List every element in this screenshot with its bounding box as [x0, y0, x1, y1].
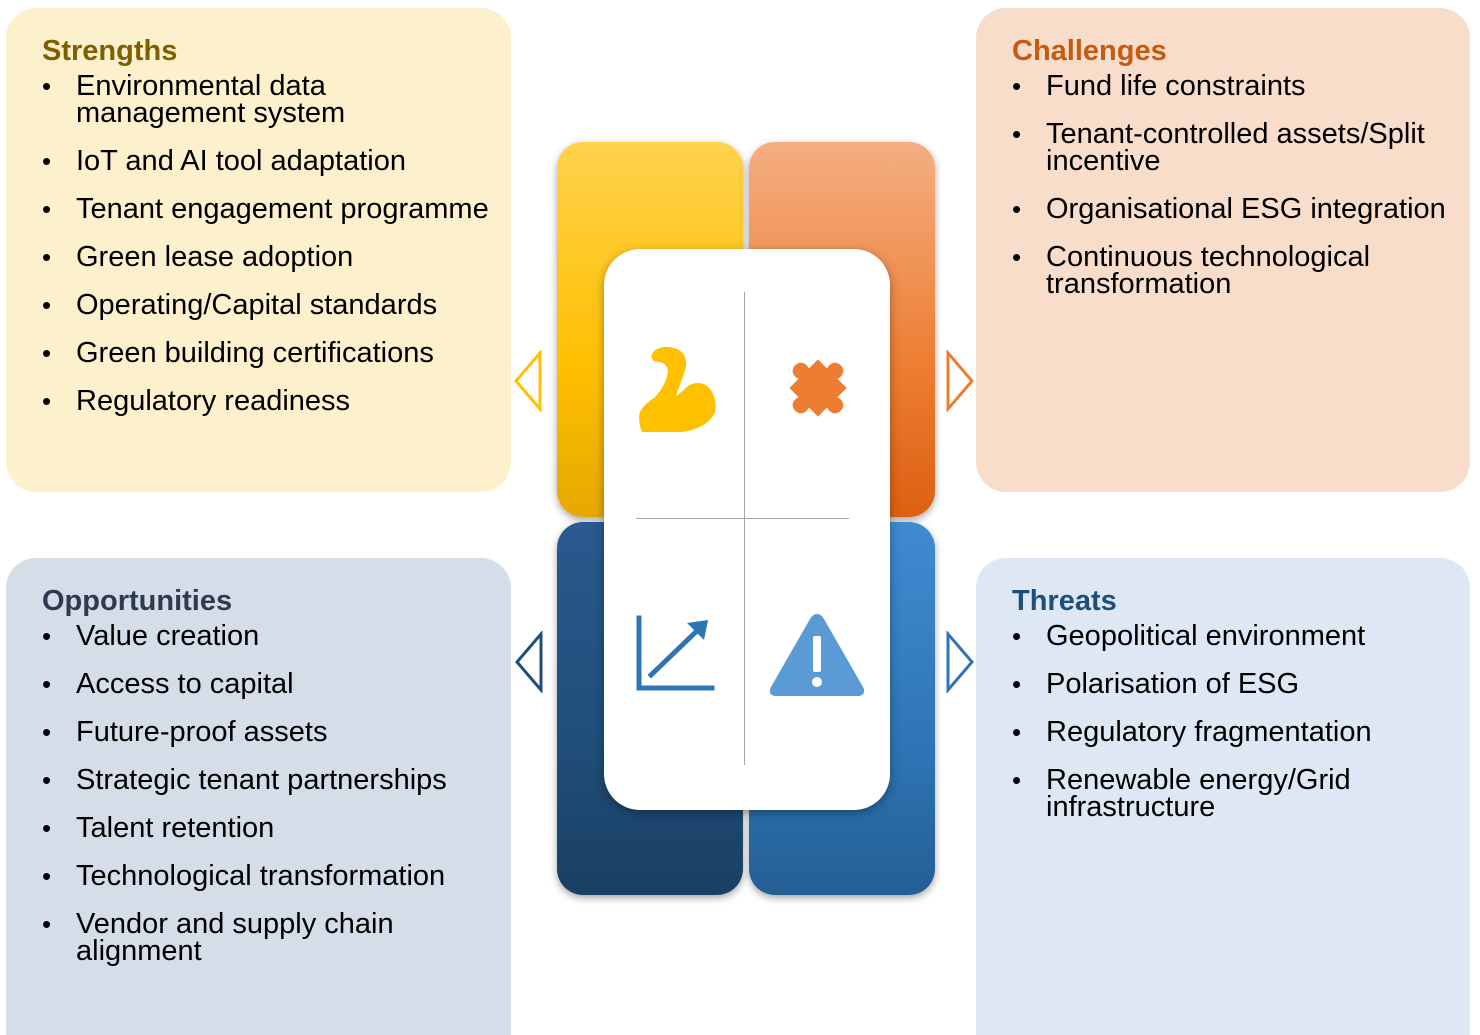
- strengths-list: Environmental data management system IoT…: [42, 72, 491, 416]
- list-item: Continuous technological transformation: [1012, 243, 1450, 299]
- chevron-left-icon: [515, 631, 543, 693]
- warning-icon: [769, 614, 865, 696]
- list-item: Polarisation of ESG: [1012, 670, 1450, 699]
- list-item: Fund life constraints: [1012, 72, 1450, 101]
- list-item: Organisational ESG integration: [1012, 195, 1450, 224]
- challenges-card: Challenges Fund life constraints Tenant-…: [976, 8, 1470, 492]
- list-item: Tenant engagement programme: [42, 195, 491, 224]
- list-item: Strategic tenant partnerships: [42, 766, 491, 795]
- growth-chart-icon: [636, 615, 715, 691]
- list-item: Green building certifications: [42, 339, 491, 368]
- list-item: Renewable energy/Grid infrastructure: [1012, 766, 1450, 822]
- list-item: Talent retention: [42, 814, 491, 843]
- list-item: Green lease adoption: [42, 243, 491, 272]
- opportunities-list: Value creation Access to capital Future-…: [42, 622, 491, 966]
- list-item: Future-proof assets: [42, 718, 491, 747]
- list-item: Environmental data management system: [42, 72, 491, 128]
- list-item: Tenant-controlled assets/Split incentive: [1012, 120, 1450, 176]
- list-item: Value creation: [42, 622, 491, 651]
- flexed-bicep-icon: [639, 346, 716, 432]
- challenges-list: Fund life constraints Tenant-controlled …: [1012, 72, 1450, 299]
- challenges-title: Challenges: [1012, 35, 1167, 67]
- opportunities-card: Opportunities Value creation Access to c…: [6, 558, 511, 1035]
- threats-card: Threats Geopolitical environment Polaris…: [976, 558, 1470, 1035]
- list-item: Access to capital: [42, 670, 491, 699]
- list-item: Regulatory fragmentation: [1012, 718, 1450, 747]
- threats-list: Geopolitical environment Polarisation of…: [1012, 622, 1450, 822]
- list-item: Regulatory readiness: [42, 387, 491, 416]
- opportunities-title: Opportunities: [42, 585, 233, 617]
- chevron-right-icon: [946, 631, 974, 693]
- center-panel: [604, 249, 890, 810]
- horizontal-divider: [636, 518, 849, 519]
- list-item: Operating/Capital standards: [42, 291, 491, 320]
- strengths-card: Strengths Environmental data management …: [6, 8, 511, 492]
- list-item: Technological transformation: [42, 862, 491, 891]
- chevron-left-icon: [514, 350, 542, 412]
- chevron-right-icon: [946, 350, 974, 412]
- threats-title: Threats: [1012, 585, 1117, 617]
- list-item: IoT and AI tool adaptation: [42, 147, 491, 176]
- list-item: Geopolitical environment: [1012, 622, 1450, 651]
- strengths-title: Strengths: [42, 35, 178, 67]
- puzzle-piece-icon: [789, 359, 847, 417]
- list-item: Vendor and supply chain alignment: [42, 910, 491, 966]
- vertical-divider: [744, 292, 745, 765]
